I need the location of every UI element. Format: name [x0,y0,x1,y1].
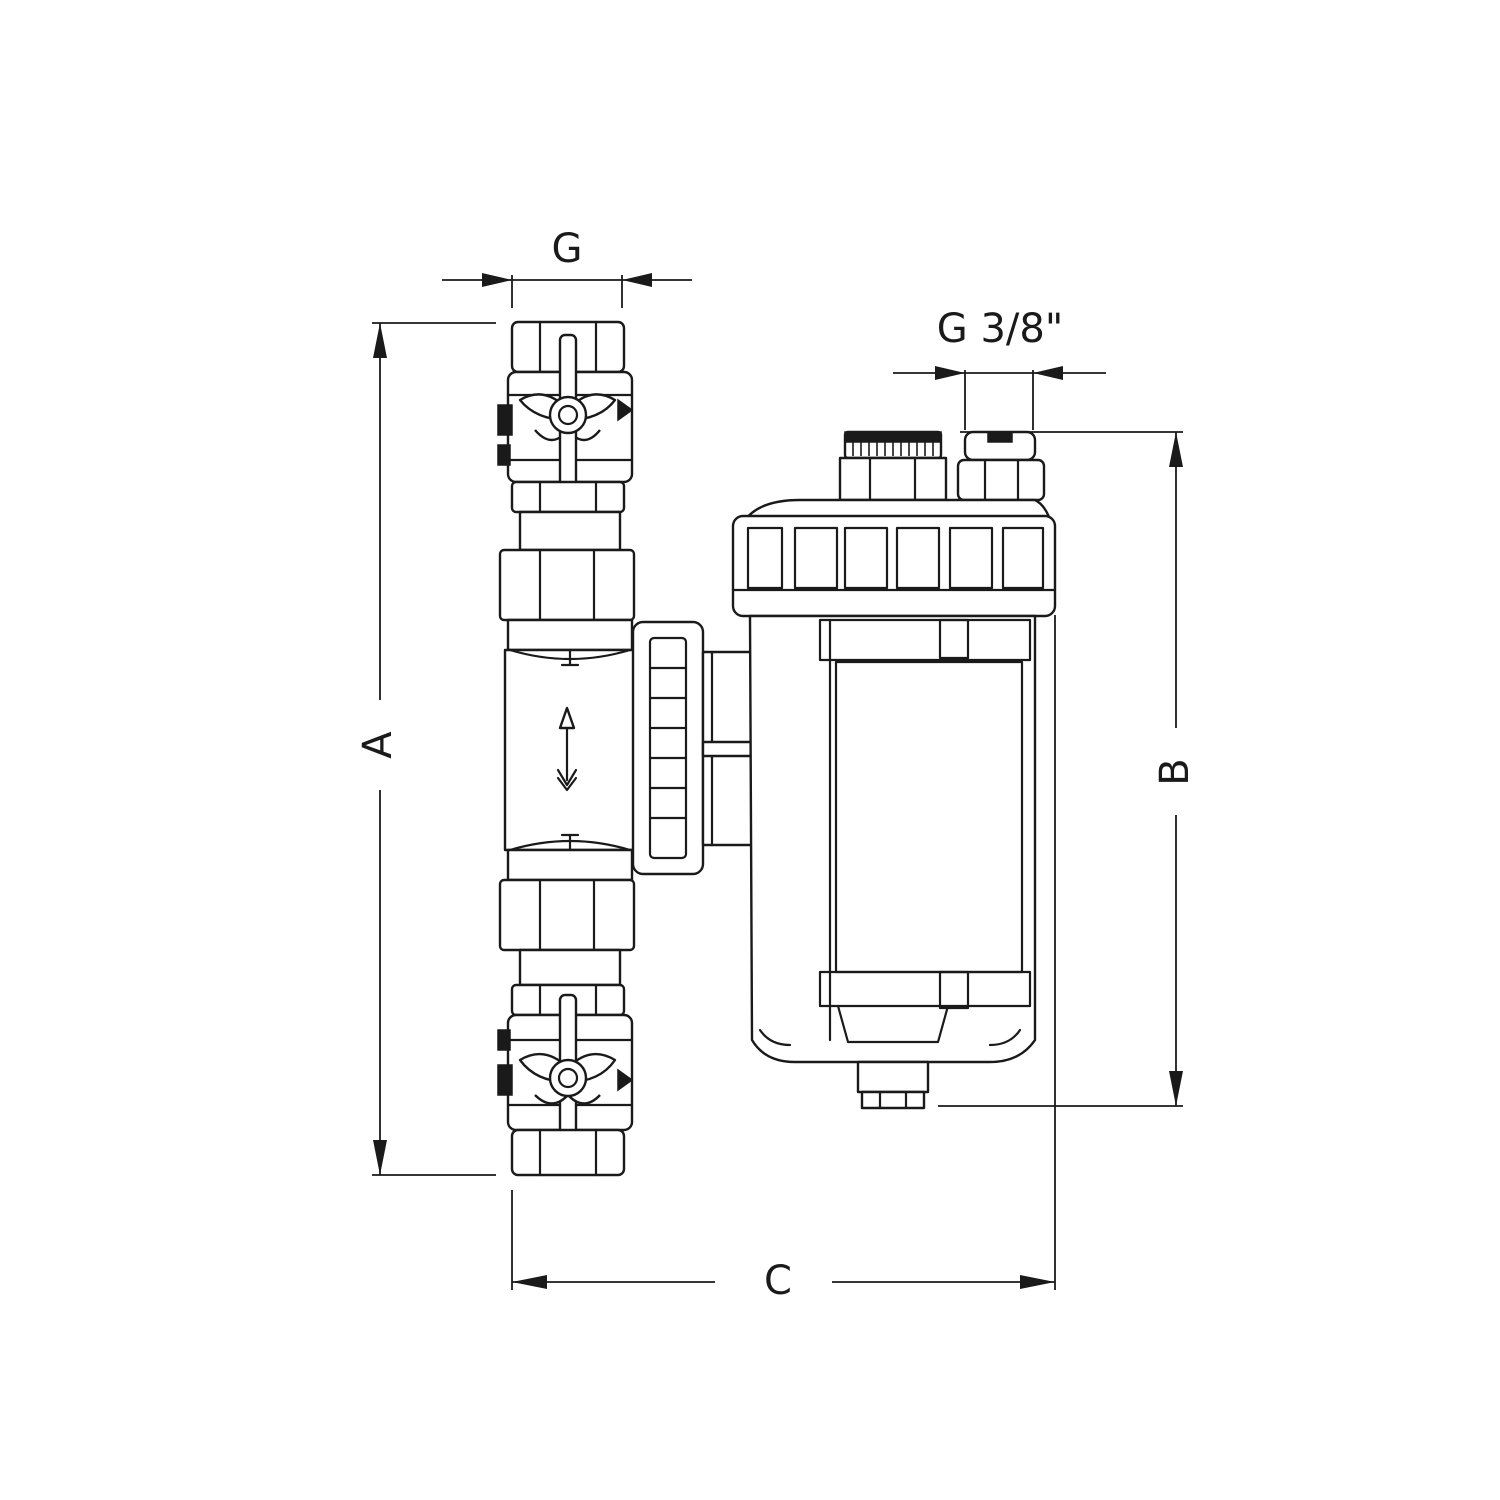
upper-pipe [518,510,622,552]
vent-valve-port [956,430,1046,502]
dimension-c [511,615,1056,1290]
lower-hex-connector [498,878,636,952]
flow-direction-arrow [556,706,578,792]
filter-inner-frame [758,618,1032,1047]
dimension-g-top [442,273,692,308]
side-union-ring [631,620,705,876]
dimension-label-g: G [552,226,583,272]
upper-hex-connector [498,548,636,622]
filter-bowl [748,614,1037,1064]
dimension-label-c: C [764,1258,792,1304]
dimension-a [372,322,496,1176]
top-cap-screw [838,430,948,502]
filter-housing [731,430,1057,1110]
drain-plug [856,1060,930,1110]
bottom-union-nut [510,1128,626,1177]
dimension-label-port-thread: G 3/8" [937,306,1063,352]
dimension-b [938,431,1183,1107]
tee-body [503,618,637,882]
inlet-outlet-pipe-assembly [497,320,637,1177]
lower-pipe [518,948,622,987]
dimension-label-a: A [355,731,401,759]
top-valve-lower-nut [510,480,626,514]
top-ribbed-ring [731,514,1057,618]
bottom-ball-valve [497,993,634,1167]
dimension-label-b: B [1152,758,1198,785]
dimension-g-3-8 [893,366,1106,430]
top-ball-valve [497,333,634,502]
